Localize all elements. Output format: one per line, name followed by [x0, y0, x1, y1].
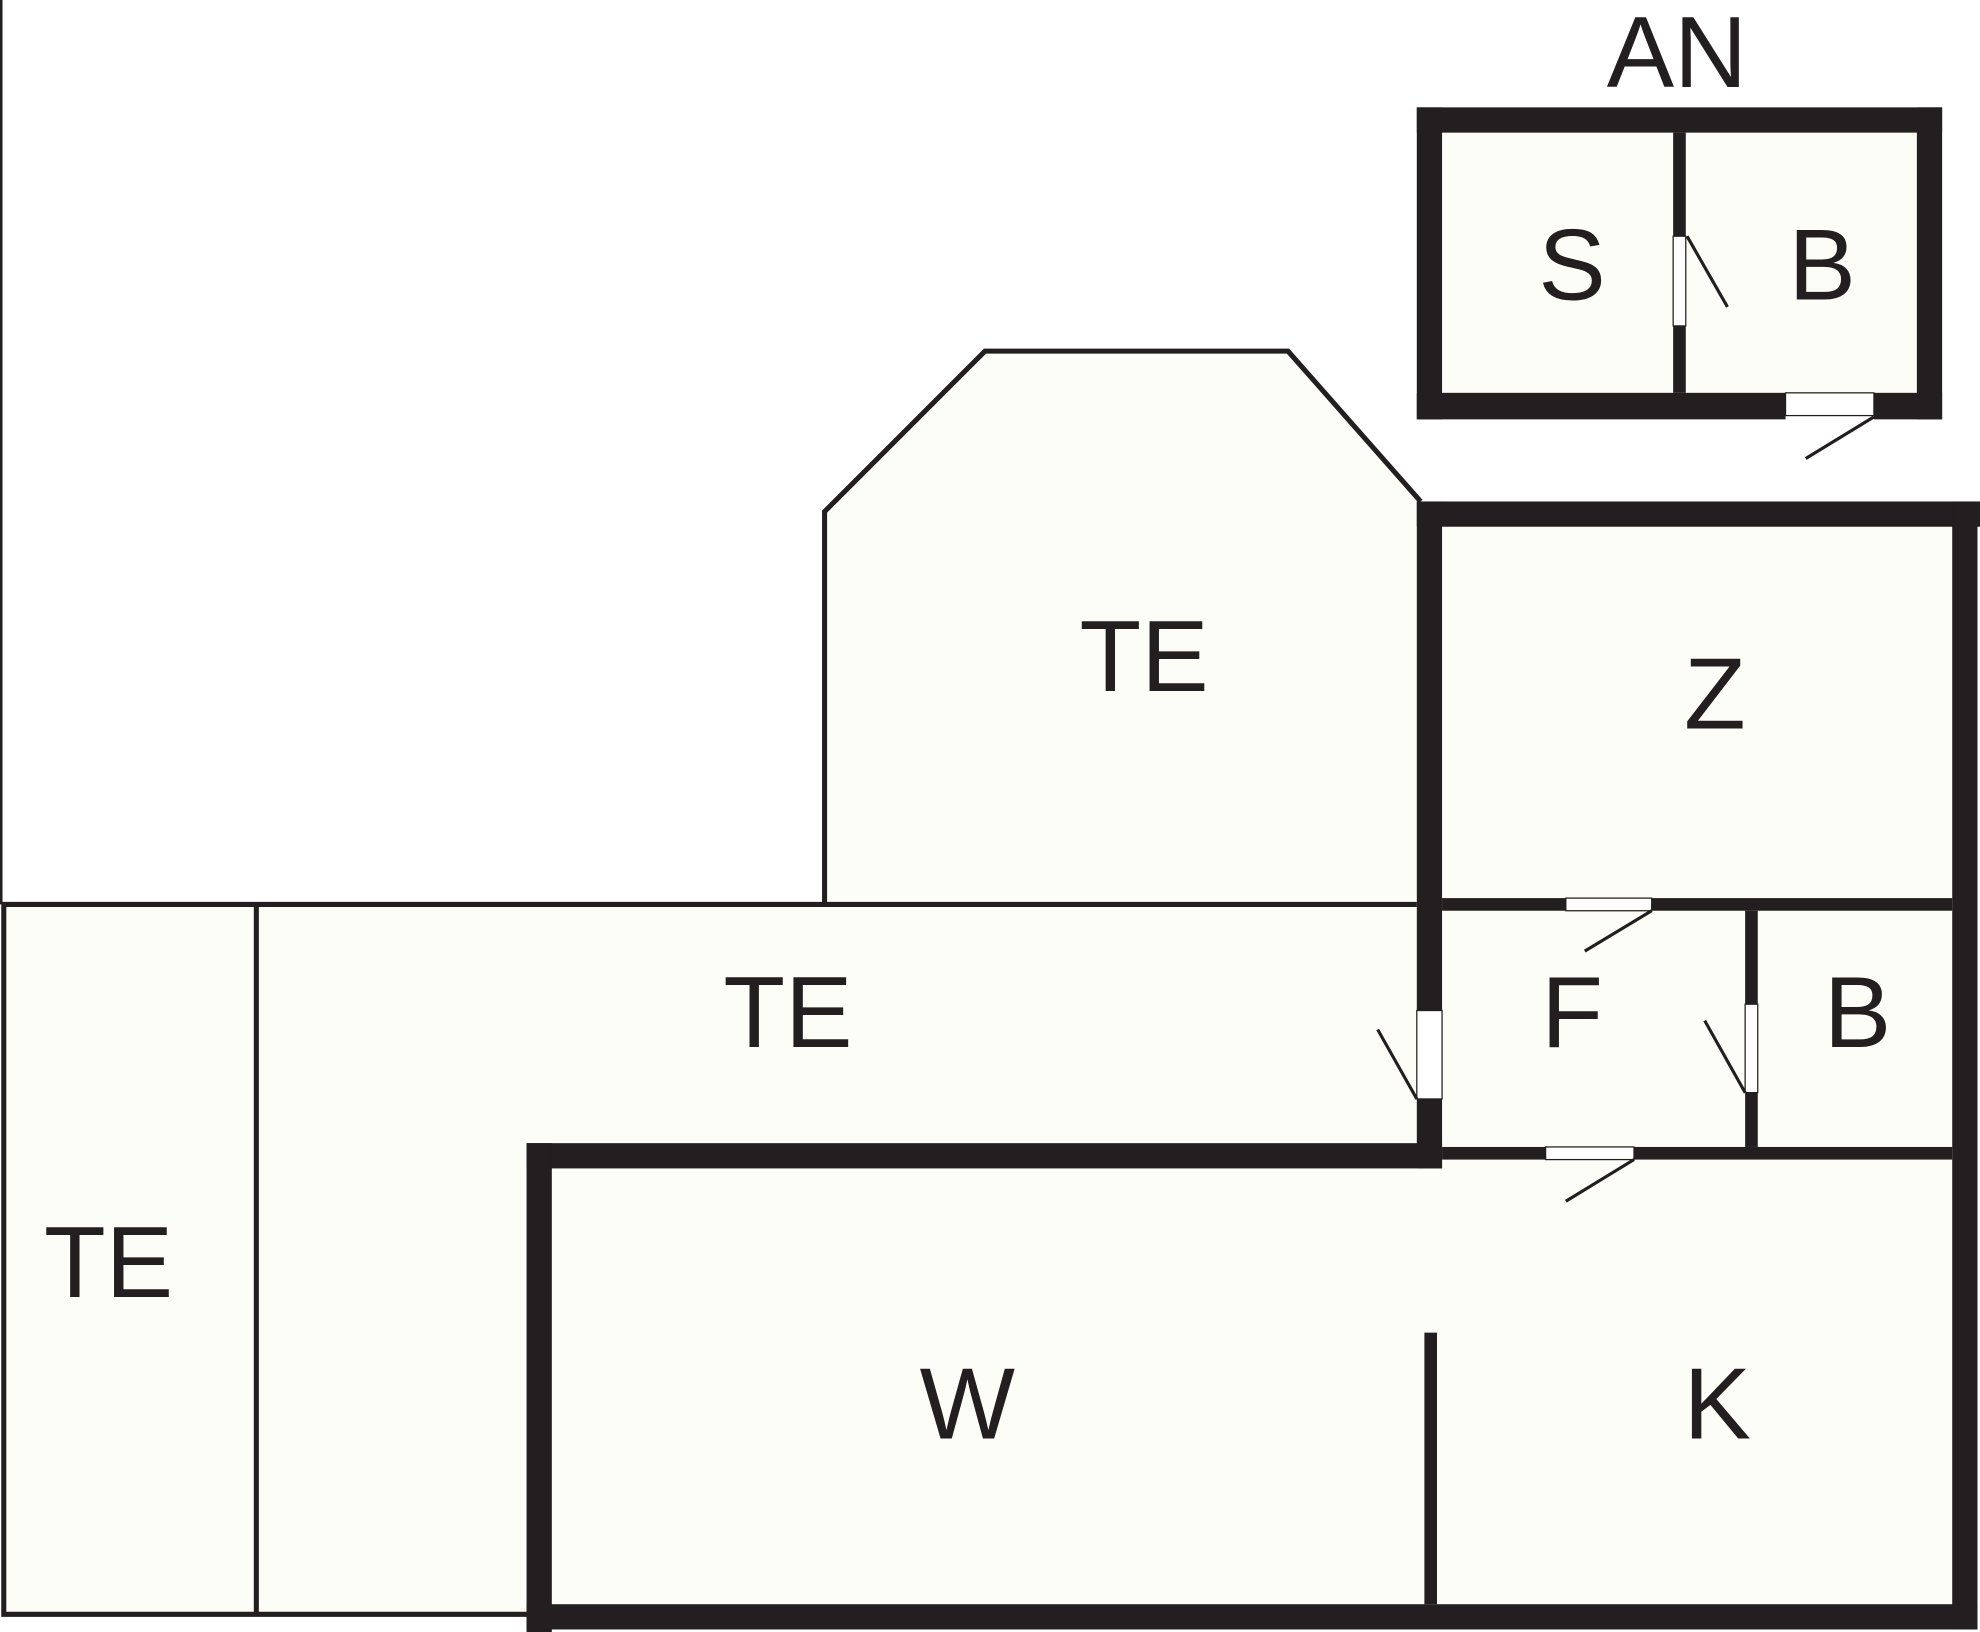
- room-label-te-middle: TE: [723, 957, 852, 1069]
- main-house-walls: [526, 501, 1980, 1632]
- living-kitchen-fill: [539, 1155, 1967, 1617]
- room-label-te-left: TE: [44, 1207, 173, 1319]
- door-swing: [1564, 1158, 1635, 1203]
- room-label-te-top: TE: [1080, 601, 1209, 713]
- room-label-f: F: [1541, 957, 1603, 1069]
- room-label-z: Z: [1684, 639, 1746, 751]
- room-label-w: W: [920, 1349, 1015, 1461]
- terrace-left-outline: [1, 901, 1417, 1617]
- terrace-top-outline: [822, 348, 1423, 905]
- door-swing: [1376, 1028, 1419, 1100]
- outbuilding-label: AN: [1607, 0, 1747, 109]
- room-label-s: S: [1538, 209, 1605, 321]
- room-label-k: K: [1684, 1349, 1751, 1461]
- room-label-b-main: B: [1824, 957, 1891, 1069]
- terrace-top-fill: [824, 351, 1421, 905]
- door-swing: [1703, 1019, 1747, 1094]
- left-border-line: [0, 0, 3, 905]
- door-swing: [1804, 415, 1875, 460]
- door-swing: [1583, 909, 1653, 953]
- room-label-b-outbuilding: B: [1788, 209, 1855, 321]
- outbuilding-walls: [1416, 107, 1943, 420]
- door-swing: [1685, 235, 1729, 308]
